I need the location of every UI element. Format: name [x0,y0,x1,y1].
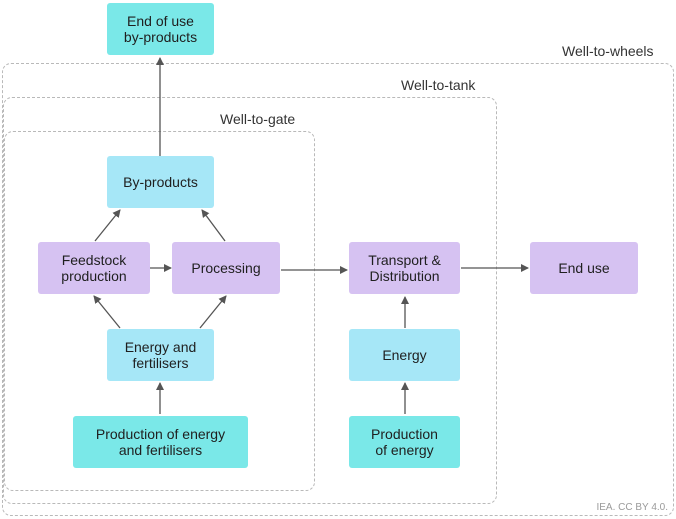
region-well-to-wheels [2,63,674,516]
region-label-well-to-wheels: Well-to-wheels [562,43,654,59]
node-processing: Processing [172,242,280,294]
node-production-of-energy: Production of energy [349,416,460,468]
node-end-use: End use [530,242,638,294]
node-feedstock-production: Feedstock production [38,242,150,294]
node-byproducts: By-products [107,156,214,208]
node-energy: Energy [349,329,460,381]
node-end-of-use-byproducts: End of use by-products [107,3,214,55]
node-production-energy-fertilisers: Production of energy and fertilisers [73,416,248,468]
region-label-well-to-tank: Well-to-tank [401,77,476,93]
region-well-to-tank [3,97,497,504]
region-label-well-to-gate: Well-to-gate [220,111,296,127]
node-energy-and-fertilisers: Energy and fertilisers [107,329,214,381]
credit-text: IEA. CC BY 4.0. [596,502,668,513]
node-transport-distribution: Transport & Distribution [349,242,460,294]
